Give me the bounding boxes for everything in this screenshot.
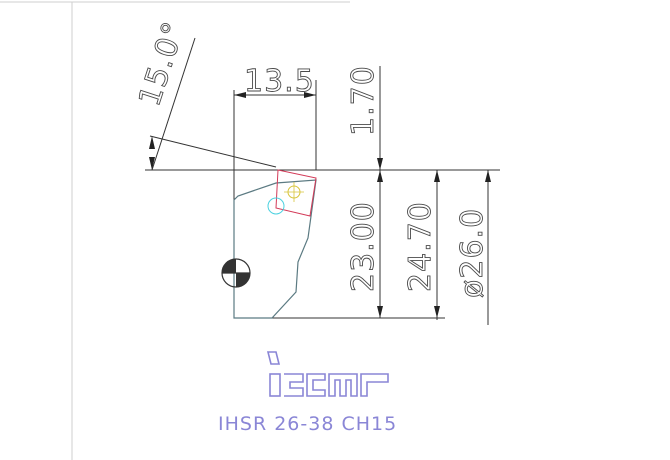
tool-body-outline: [233, 179, 317, 319]
iscar-logo: iscar: [0, 0, 389, 397]
section-symbol: [221, 258, 251, 288]
logo-text: iscar: [0, 0, 3, 1]
part-caption: IHSR 26-38 CH15: [218, 413, 397, 435]
diameter-label: ø26.0: [455, 208, 490, 298]
width-dimension: 13.5: [233, 64, 317, 318]
top-offset-label: 1.70: [346, 65, 381, 136]
top-offset-dimension: 1.70: [346, 65, 383, 170]
height-1-dimension: 23.00: [346, 170, 383, 318]
cutting-insert: [267, 169, 317, 217]
height-1-label: 23.00: [346, 201, 381, 292]
diameter-dimension: ø26.0: [455, 170, 491, 325]
height-2-label: 24.70: [403, 201, 438, 292]
angle-label: 15.0°: [132, 17, 192, 110]
height-2-dimension: 24.70: [403, 170, 440, 320]
width-label: 13.5: [244, 64, 315, 99]
